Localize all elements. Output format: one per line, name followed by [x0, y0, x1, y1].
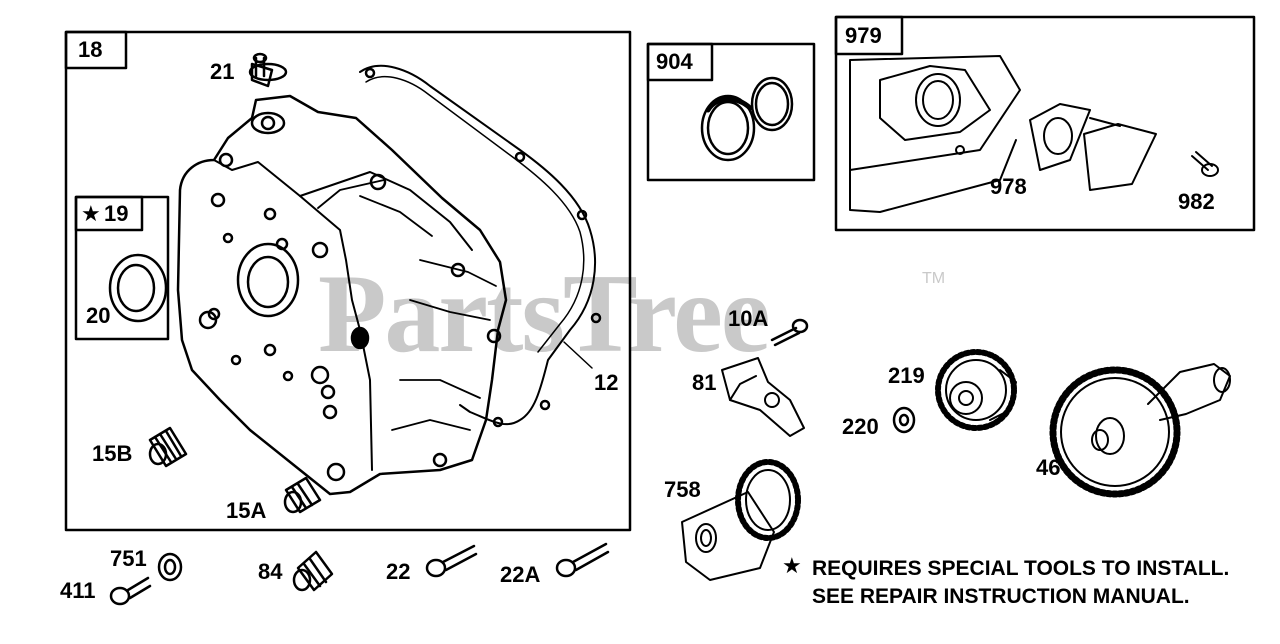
part-label-15b: 15B — [92, 441, 133, 466]
group-19-tag — [74, 195, 144, 232]
watermark-trademark: TM — [922, 270, 946, 287]
part-label-15a: 15A — [226, 498, 267, 523]
part-label-220: 220 — [842, 414, 879, 439]
part-label-12: 12 — [594, 370, 619, 395]
part-label-81: 81 — [692, 370, 717, 395]
part-label-22a: 22A — [500, 562, 541, 587]
insert-15b — [148, 426, 188, 468]
part-label-20: 20 — [86, 303, 111, 328]
note-line-2: SEE REPAIR INSTRUCTION MANUAL. — [812, 585, 1190, 608]
breather-979 — [849, 55, 1219, 213]
insert-84 — [292, 550, 334, 592]
watermark: PartsTree — [318, 252, 771, 376]
group-904-tag — [646, 42, 714, 82]
group-979-frame — [834, 15, 1256, 232]
washer-751 — [157, 552, 183, 582]
part-label-978: 978 — [990, 174, 1027, 199]
group-18-tag — [64, 30, 128, 70]
note-line-1: REQUIRES SPECIAL TOOLS TO INSTALL. — [812, 557, 1230, 580]
group-979-label: 979 — [845, 23, 882, 48]
bolt-10a — [770, 318, 809, 347]
gasket-12 — [359, 64, 596, 426]
insert-15a — [283, 476, 322, 514]
bolt-22 — [425, 544, 478, 578]
part-label-758: 758 — [664, 477, 701, 502]
bolt-411 — [109, 576, 152, 606]
part-label-84: 84 — [258, 559, 283, 584]
group-904-frame — [646, 42, 816, 182]
plug-21 — [248, 52, 288, 88]
special-tool-star-icon: ★ — [81, 201, 101, 226]
group-19-label: 19 — [104, 201, 129, 226]
part-label-46: 46 — [1036, 455, 1061, 480]
bracket-81 — [721, 357, 805, 437]
washer-220 — [892, 406, 916, 434]
group-904-label: 904 — [656, 49, 693, 74]
ring-set-904 — [700, 76, 794, 162]
gear-219 — [935, 349, 1017, 431]
group-18-frame — [64, 30, 632, 532]
part-label-982: 982 — [1178, 189, 1215, 214]
part-label-751: 751 — [110, 546, 147, 571]
part-label-10a: 10A — [728, 306, 769, 331]
note-star-icon: ★ — [782, 553, 802, 578]
group-18-label: 18 — [78, 37, 103, 62]
bolt-22a — [555, 542, 610, 578]
group-979-tag — [834, 15, 904, 56]
part-label-411: 411 — [60, 578, 96, 603]
part-label-219: 219 — [888, 363, 925, 388]
part-label-21: 21 — [210, 59, 235, 84]
camshaft-46 — [1049, 363, 1231, 498]
gear-758 — [681, 459, 801, 581]
part-label-22: 22 — [386, 559, 411, 584]
seal-20 — [108, 253, 168, 323]
crankcase-cover — [176, 94, 508, 496]
